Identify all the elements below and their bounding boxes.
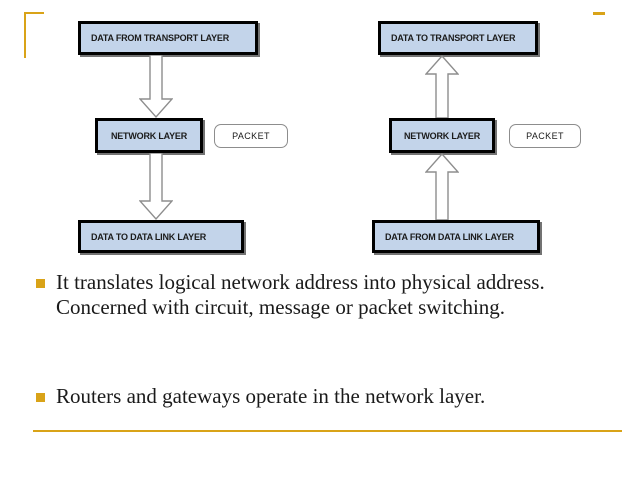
arrow-network-to-transport-up [425,55,459,119]
box-label: NETWORK LAYER [110,130,188,141]
annotation-packet-left: PACKET [214,124,288,148]
annotation-packet-right: PACKET [509,124,581,148]
bullet-text: Routers and gateways operate in the netw… [56,384,486,408]
slide-top-right-dash-decoration [593,12,605,15]
box-data-from-data-link-layer: DATA FROM DATA LINK LAYER [372,220,540,253]
bullet-square-icon [36,393,45,402]
box-label: NETWORK LAYER [403,130,481,141]
box-label: DATA FROM DATA LINK LAYER [385,231,514,242]
box-network-layer-right: NETWORK LAYER [389,118,495,153]
slide-divider-rule [33,430,622,432]
packet-label: PACKET [232,131,270,141]
box-network-layer-left: NETWORK LAYER [95,118,203,153]
slide-corner-bracket-decoration [24,12,44,58]
arrow-network-to-datalink-down [139,153,173,221]
packet-label: PACKET [526,131,564,141]
list-item: It translates logical network address in… [36,270,576,320]
box-data-to-transport-layer: DATA TO TRANSPORT LAYER [378,21,538,55]
box-data-to-data-link-layer: DATA TO DATA LINK LAYER [78,220,244,253]
bullet-text: It translates logical network address in… [56,270,545,319]
arrow-datalink-to-network-up [425,153,459,221]
box-data-from-transport-layer: DATA FROM TRANSPORT LAYER [78,21,258,55]
box-label: DATA TO DATA LINK LAYER [91,231,207,242]
box-label: DATA TO TRANSPORT LAYER [391,33,516,43]
box-label: DATA FROM TRANSPORT LAYER [91,33,229,43]
list-item: Routers and gateways operate in the netw… [36,384,596,409]
network-layer-diagram: DATA FROM TRANSPORT LAYER NETWORK LAYER … [78,21,581,253]
arrow-transport-to-network-down [139,55,173,119]
bullet-square-icon [36,279,45,288]
